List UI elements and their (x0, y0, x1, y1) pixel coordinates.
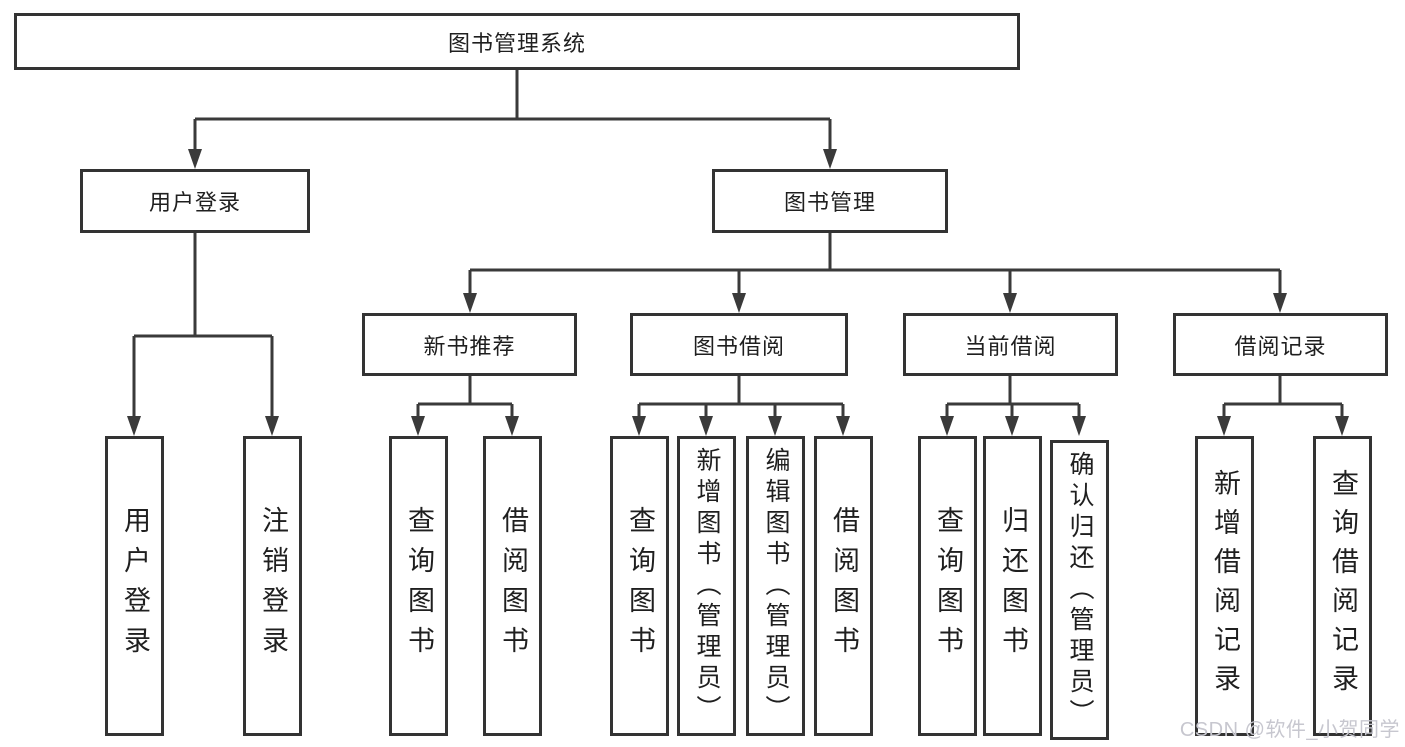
arrowhead-icon (1273, 293, 1287, 313)
leaf-query-book-1: 查询图书 (389, 436, 448, 736)
arrowhead-icon (127, 416, 141, 436)
arrowhead-icon (188, 149, 202, 169)
node-book-borrow: 图书借阅 (630, 313, 848, 376)
arrowhead-icon (940, 416, 954, 436)
connector-newbook-to-leaves (411, 376, 519, 436)
connector-borrowrecord-to-leaves (1217, 376, 1349, 436)
arrowhead-icon (632, 416, 646, 436)
node-borrow-record: 借阅记录 (1173, 313, 1388, 376)
arrowhead-icon (1003, 293, 1017, 313)
leaf-query-book-3: 查询图书 (918, 436, 977, 736)
arrowhead-icon (411, 416, 425, 436)
arrowhead-icon (265, 416, 279, 436)
arrowhead-icon (1005, 416, 1019, 436)
connector-bookmgmt-to-level3 (463, 233, 1287, 313)
arrowhead-icon (699, 416, 713, 436)
arrowhead-icon (836, 416, 850, 436)
leaf-borrow-book-1: 借阅图书 (483, 436, 542, 736)
node-new-book-recommend: 新书推荐 (362, 313, 577, 376)
arrowhead-icon (1217, 416, 1231, 436)
leaf-add-borrow-record: 新增借阅记录 (1195, 436, 1254, 736)
connector-bookborrow-to-leaves (632, 376, 850, 436)
leaf-edit-book-admin: 编辑图书（管理员） (746, 436, 805, 736)
node-user-login: 用户登录 (80, 169, 310, 233)
leaf-add-book-admin: 新增图书（管理员） (677, 436, 736, 736)
leaf-user-login: 用户登录 (105, 436, 164, 736)
arrowhead-icon (1335, 416, 1349, 436)
leaf-query-borrow-record: 查询借阅记录 (1313, 436, 1372, 736)
connector-root-to-level2 (188, 70, 837, 169)
connector-currentborrow-to-leaves (940, 376, 1086, 436)
connector-userlogin-to-leaves (127, 233, 279, 436)
arrowhead-icon (1072, 416, 1086, 436)
leaf-query-book-2: 查询图书 (610, 436, 669, 736)
leaf-logout: 注销登录 (243, 436, 302, 736)
arrowhead-icon (823, 149, 837, 169)
arrowhead-icon (768, 416, 782, 436)
leaf-confirm-return-admin: 确认归还（管理员） (1050, 440, 1109, 740)
node-root-library-system: 图书管理系统 (14, 13, 1020, 70)
arrowhead-icon (505, 416, 519, 436)
arrowhead-icon (463, 293, 477, 313)
leaf-borrow-book-2: 借阅图书 (814, 436, 873, 736)
watermark: CSDN @软件_小贺同学 (1179, 719, 1400, 741)
node-book-management: 图书管理 (712, 169, 948, 233)
node-current-borrow: 当前借阅 (903, 313, 1118, 376)
arrowhead-icon (732, 293, 746, 313)
leaf-return-book: 归还图书 (983, 436, 1042, 736)
